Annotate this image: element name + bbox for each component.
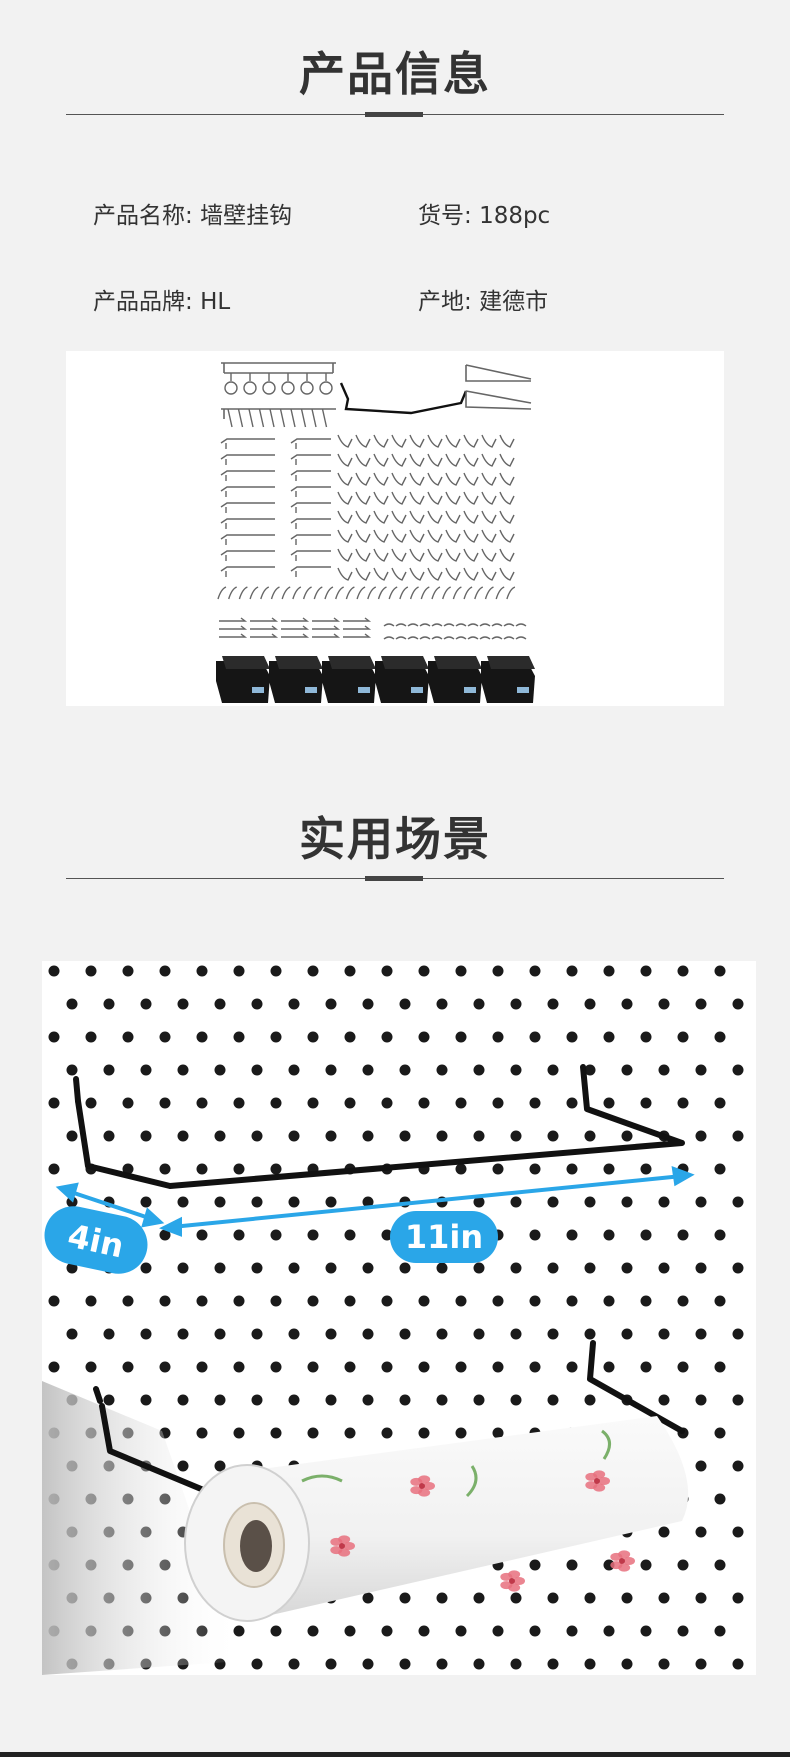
pegboard-towel-holder-image: 4in 11in <box>42 961 756 1675</box>
product-origin-label: 产地: <box>418 289 472 315</box>
length-badge: 11in <box>390 1211 498 1263</box>
section-title-usage-scenes: 实用场景 <box>299 812 491 866</box>
product-origin: 产地: 建德市 <box>418 282 548 316</box>
hook-set-illustration <box>216 362 535 703</box>
product-sku-value: 188pc <box>479 203 551 229</box>
depth-badge: 4in <box>44 1206 148 1274</box>
paper-towel-roll <box>184 1416 689 1622</box>
section-divider-accent <box>365 112 423 117</box>
product-brand: 产品品牌: HL <box>93 282 230 316</box>
roll-shadow <box>42 1381 242 1675</box>
product-sku: 货号: 188pc <box>418 196 550 230</box>
product-name-value: 墙壁挂钩 <box>200 203 293 229</box>
roll-flowers <box>330 1470 635 1592</box>
hook-set-image <box>66 351 724 706</box>
product-name-label: 产品名称: <box>93 203 193 229</box>
product-brand-value: HL <box>200 289 231 315</box>
bottom-bar <box>0 1752 790 1757</box>
pegboard-scene: 4in 11in <box>42 965 744 1675</box>
lower-rack <box>93 1340 685 1509</box>
upper-rack <box>73 1064 685 1189</box>
length-label: 11in <box>405 1218 483 1256</box>
product-sku-label: 货号: <box>418 203 472 229</box>
dimension-arrows <box>55 1165 695 1237</box>
section-title-product-info: 产品信息 <box>299 47 491 101</box>
section-divider-accent <box>365 876 423 881</box>
product-brand-label: 产品品牌: <box>93 289 193 315</box>
product-name: 产品名称: 墙壁挂钩 <box>93 196 292 230</box>
pegboard-holes <box>48 965 744 1670</box>
product-origin-value: 建德市 <box>479 289 549 315</box>
